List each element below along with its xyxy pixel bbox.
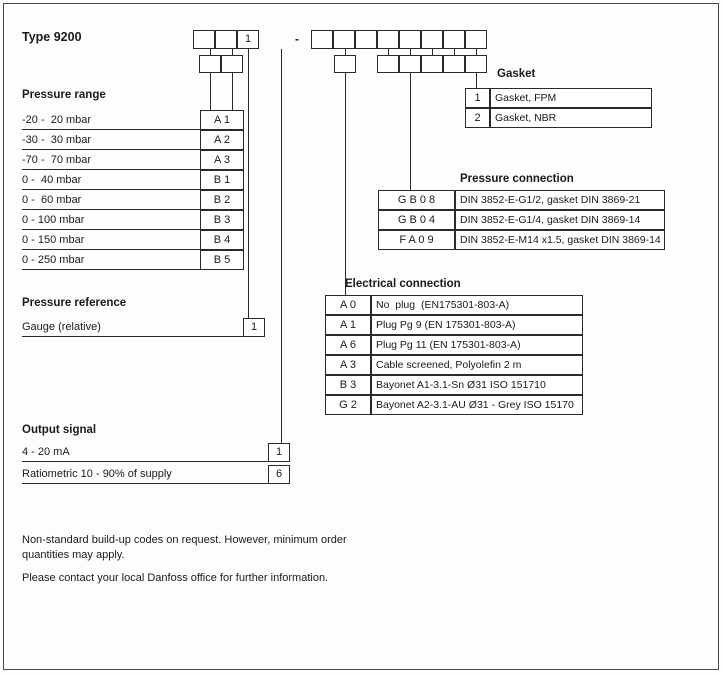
page-border	[3, 3, 719, 670]
footer-note-2: Please contact your local Danfoss office…	[22, 572, 329, 584]
pressure-connection-header: Pressure connection	[460, 173, 574, 185]
pressure-range-code: B 4	[200, 230, 244, 250]
output-signal-text: Ratiometric 10 - 90% of supply	[22, 465, 268, 484]
output-signal-code: 1	[268, 443, 290, 462]
pressure-reference-header: Pressure reference	[22, 297, 127, 309]
connector-box-connection-4	[443, 55, 465, 73]
electrical-desc: Plug Pg 9 (EN 175301-803-A)	[371, 315, 583, 335]
gasket-header: Gasket	[497, 68, 536, 80]
output-signal-text: 4 - 20 mA	[22, 443, 268, 462]
electrical-code: A 3	[325, 355, 371, 375]
pressure-range-code: B 2	[200, 190, 244, 210]
electrical-code: B 3	[325, 375, 371, 395]
code-cell-electrical-2	[355, 30, 377, 49]
pressure-range-code: A 1	[200, 110, 244, 130]
electrical-desc: Plug Pg 11 (EN 175301-803-A)	[371, 335, 583, 355]
pressure-connection-desc: DIN 3852-E-M14 x1.5, gasket DIN 3869-14	[455, 230, 665, 250]
pressure-reference-text: Gauge (relative)	[22, 318, 243, 337]
electrical-code: A 6	[325, 335, 371, 355]
code-cell-connection-4	[443, 30, 465, 49]
code-cell-connection-3	[421, 30, 443, 49]
pressure-range-text: -70 - 70 mbar	[22, 150, 200, 170]
pressure-connection-code: F A 0 9	[378, 230, 455, 250]
code-cell-pressure-reference: 1	[237, 30, 259, 49]
electrical-desc: Bayonet A1-3.1-Sn Ø31 ISO 151710	[371, 375, 583, 395]
connector-box-pressure-range-2	[221, 55, 243, 73]
code-cell-pressure-range-2	[215, 30, 237, 49]
pressure-range-text: 0 - 150 mbar	[22, 230, 200, 250]
pressure-connection-code: G B 0 8	[378, 190, 455, 210]
electrical-code: G 2	[325, 395, 371, 415]
electrical-desc: Cable screened, Polyolefin 2 m	[371, 355, 583, 375]
pressure-reference-code: 1	[243, 318, 265, 337]
connector-box-electrical	[334, 55, 356, 73]
code-cell-connection-1	[377, 30, 399, 49]
electrical-connection-header: Electrical connection	[345, 278, 461, 290]
pressure-range-text: 0 - 100 mbar	[22, 210, 200, 230]
pressure-range-text: -20 - 20 mbar	[22, 110, 200, 130]
connector-box-connection-1	[377, 55, 399, 73]
pressure-range-code: A 2	[200, 130, 244, 150]
pressure-connection-desc: DIN 3852-E-G1/4, gasket DIN 3869-14	[455, 210, 665, 230]
pressure-range-header: Pressure range	[22, 89, 106, 101]
electrical-desc: Bayonet A2-3.1-AU Ø31 - Grey ISO 15170	[371, 395, 583, 415]
output-signal-code: 6	[268, 465, 290, 484]
pressure-range-code: B 1	[200, 170, 244, 190]
output-signal-header: Output signal	[22, 424, 97, 436]
gasket-desc: Gasket, NBR	[490, 108, 652, 128]
connector-box-connection-3	[421, 55, 443, 73]
pressure-connection-code: G B 0 4	[378, 210, 455, 230]
pressure-range-text: -30 - 30 mbar	[22, 130, 200, 150]
footer-notes: Non-standard build-up codes on request. …	[22, 533, 402, 586]
code-cell-connection-2	[399, 30, 421, 49]
gasket-code: 2	[465, 108, 490, 128]
code-cell-gasket	[465, 30, 487, 49]
pressure-range-text: 0 - 60 mbar	[22, 190, 200, 210]
code-cell-pressure-range-1	[193, 30, 215, 49]
connector-box-gasket	[465, 55, 487, 73]
pressure-connection-desc: DIN 3852-E-G1/2, gasket DIN 3869-21	[455, 190, 665, 210]
gasket-desc: Gasket, FPM	[490, 88, 652, 108]
electrical-code: A 1	[325, 315, 371, 335]
pressure-range-text: 0 - 40 mbar	[22, 170, 200, 190]
pressure-range-text: 0 - 250 mbar	[22, 250, 200, 270]
pressure-range-code: B 5	[200, 250, 244, 270]
gasket-code: 1	[465, 88, 490, 108]
code-dash: -	[295, 32, 299, 46]
footer-note-1: Non-standard build-up codes on request. …	[22, 534, 347, 561]
electrical-code: A 0	[325, 295, 371, 315]
page-title: Type 9200	[22, 30, 82, 44]
code-cell-output	[311, 30, 333, 49]
code-cell-electrical-1	[333, 30, 355, 49]
connector-box-connection-2	[399, 55, 421, 73]
pressure-range-code: A 3	[200, 150, 244, 170]
pressure-range-code: B 3	[200, 210, 244, 230]
connector-box-pressure-range-1	[199, 55, 221, 73]
electrical-desc: No plug (EN175301-803-A)	[371, 295, 583, 315]
